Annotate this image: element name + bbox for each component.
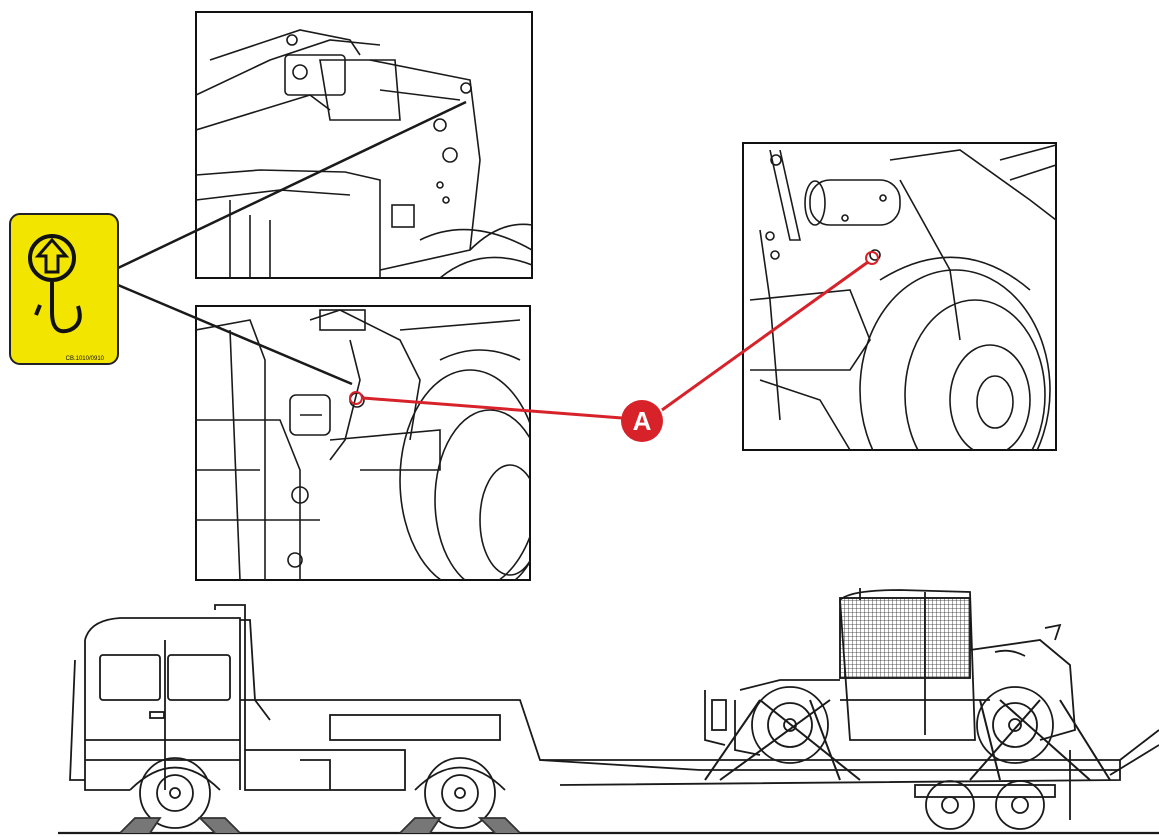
truck-tractor	[69, 604, 701, 834]
callout-badge-a: A	[621, 400, 663, 442]
lifting-point-marker-right	[865, 251, 879, 265]
telehandler	[704, 588, 1076, 764]
detail-panel-top-left	[195, 11, 533, 279]
lifting-point-marker-left	[349, 391, 363, 405]
lifting-decal: CB.1010/0910	[9, 213, 119, 365]
detail-panel-right	[742, 142, 1057, 451]
lifting-hook-icon	[28, 234, 82, 334]
trailer-deck	[540, 729, 1159, 830]
decal-code: CB.1010/0910	[66, 356, 105, 362]
callout-label: A	[633, 406, 652, 436]
decal-leader-lines	[117, 100, 467, 386]
transport-scene	[58, 588, 1159, 835]
detail-panel-bottom-left	[195, 305, 531, 581]
cab-mesh	[839, 597, 971, 679]
tie-down-straps	[704, 699, 1111, 781]
callout-lines	[362, 260, 869, 420]
